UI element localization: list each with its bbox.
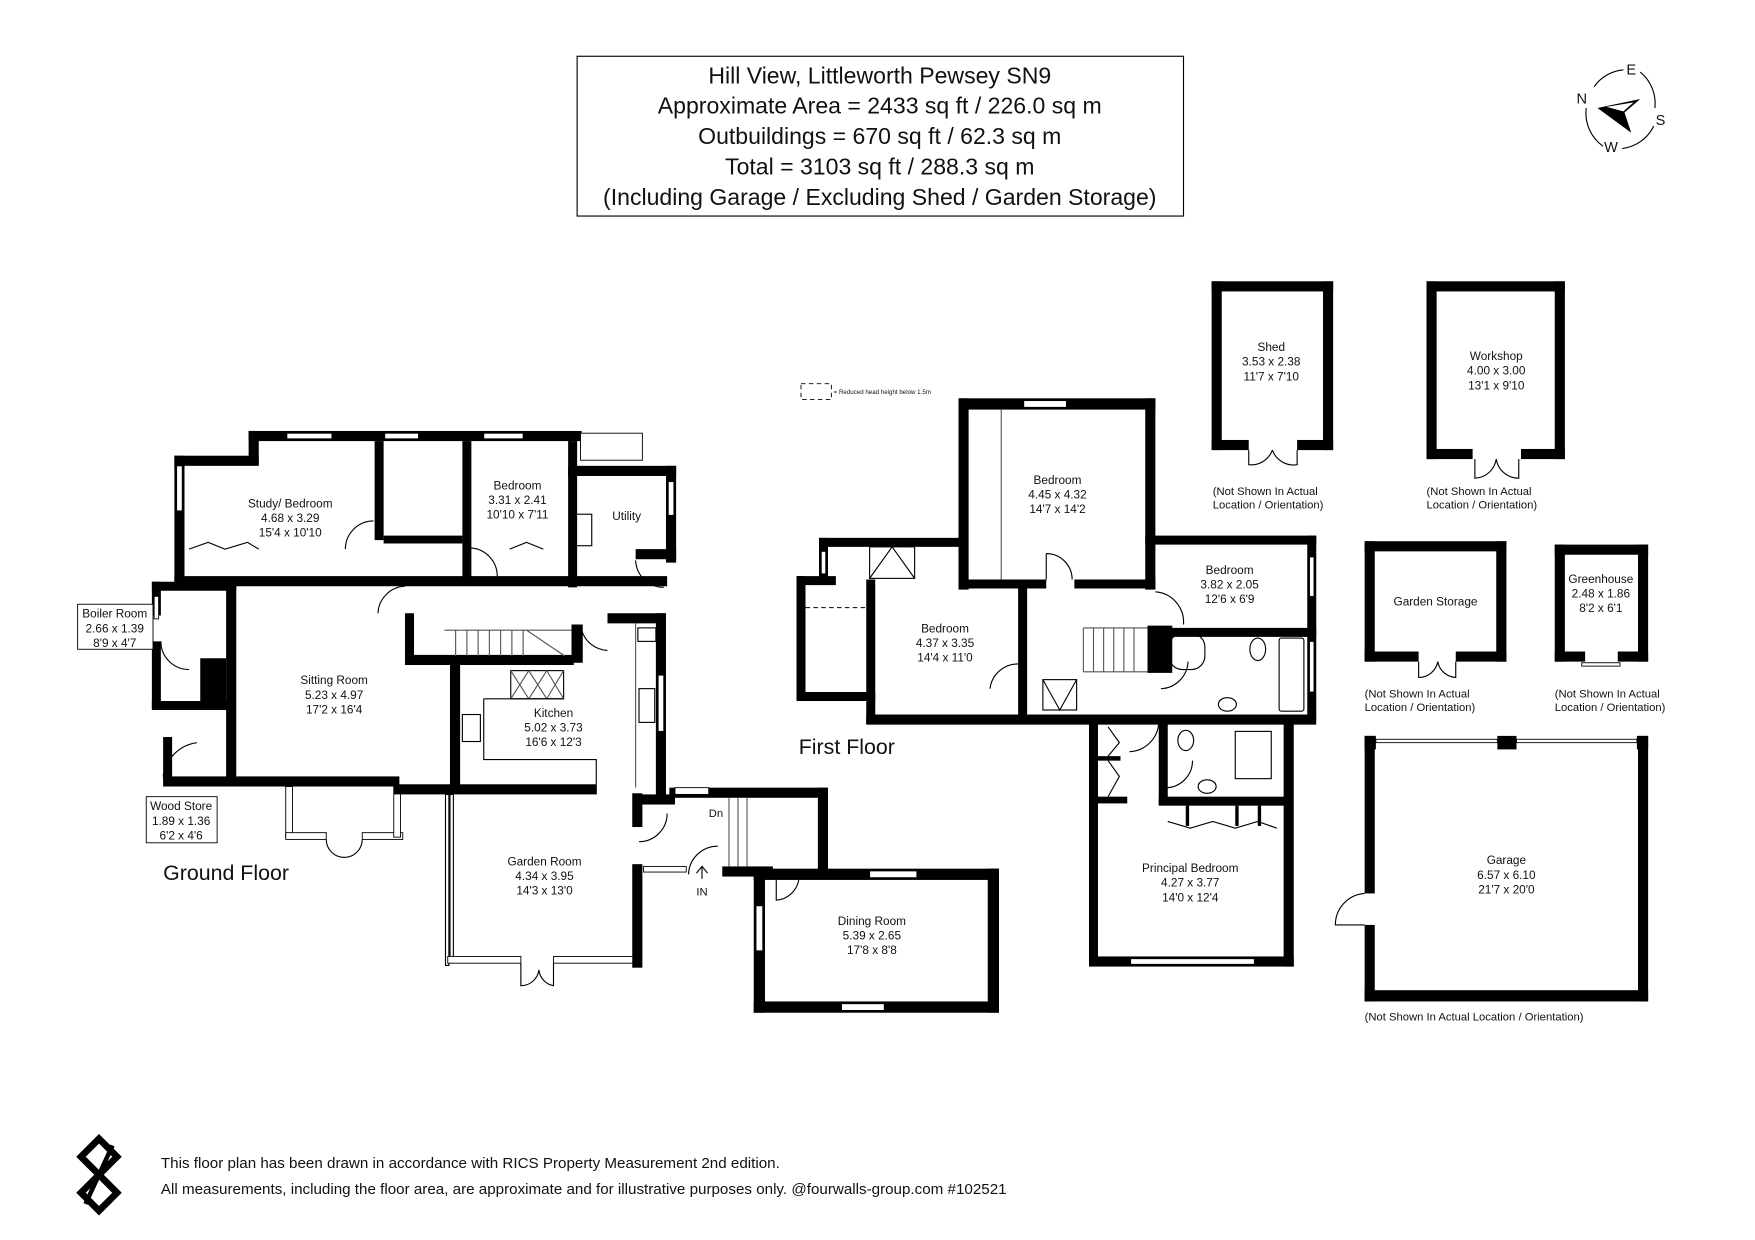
sitting-name: Sitting Room	[300, 673, 368, 687]
garden-room-imperial: 14'3 x 13'0	[516, 884, 573, 898]
greenhouse-plan: Greenhouse 2.48 x 1.86 8'2 x 6'1 (Not Sh…	[1554, 544, 1666, 714]
garden-storage-note-2: Location / Orientation)	[1365, 702, 1476, 714]
greenhouse-name: Greenhouse	[1568, 572, 1633, 586]
first-floor-plan: Bedroom 4.45 x 4.32 14'7 x 14'2 Bedroom …	[796, 398, 1317, 967]
outbuildings-area: Outbuildings = 670 sq ft / 62.3 sq m	[698, 123, 1061, 149]
ff-bedroom-left-imperial: 14'4 x 11'0	[917, 651, 973, 665]
ground-floor-label: Ground Floor	[163, 861, 289, 885]
first-floor-label: First Floor	[799, 735, 895, 759]
entrance-label: IN	[696, 887, 707, 899]
ff-bedroom-top-imperial: 14'7 x 14'2	[1029, 502, 1085, 516]
dining-name: Dining Room	[838, 914, 906, 928]
greenhouse-metric: 2.48 x 1.86	[1572, 586, 1631, 600]
address-title: Hill View, Littleworth Pewsey SN9	[708, 62, 1051, 88]
shed-name: Shed	[1257, 340, 1285, 354]
compass-e: E	[1626, 62, 1636, 78]
workshop-note-2: Location / Orientation)	[1427, 500, 1538, 512]
legend-text: = Reduced head height below 1.5m	[834, 389, 931, 396]
shed-metric: 3.53 x 2.38	[1242, 355, 1301, 369]
greenhouse-note-1: (Not Shown In Actual	[1555, 689, 1660, 701]
study-metric: 4.68 x 3.29	[261, 511, 319, 525]
study-name: Study/ Bedroom	[248, 496, 333, 510]
principal-metric: 4.27 x 3.77	[1161, 876, 1219, 890]
shed-note-1: (Not Shown In Actual	[1213, 486, 1318, 498]
footer: This floor plan has been drawn in accord…	[76, 1133, 1007, 1216]
kitchen-metric: 5.02 x 3.73	[524, 720, 583, 734]
sitting-metric: 5.23 x 4.97	[305, 688, 363, 702]
area-note: (Including Garage / Excluding Shed / Gar…	[603, 184, 1156, 210]
garden-storage-name: Garden Storage	[1394, 594, 1478, 608]
principal-imperial: 14'0 x 12'4	[1162, 890, 1219, 904]
greenhouse-imperial: 8'2 x 6'1	[1579, 601, 1622, 615]
outbuildings: Shed 3.53 x 2.38 11'7 x 7'10 (Not Shown …	[1211, 281, 1666, 1024]
approx-area: Approximate Area = 2433 sq ft / 226.0 sq…	[658, 93, 1102, 119]
sitting-imperial: 17'2 x 16'4	[306, 702, 363, 716]
ff-bedroom-left-metric: 4.37 x 3.35	[916, 636, 975, 650]
garage-imperial: 21'7 x 20'0	[1478, 882, 1535, 896]
workshop-plan: Workshop 4.00 x 3.00 13'1 x 9'10 (Not Sh…	[1426, 281, 1565, 512]
workshop-metric: 4.00 x 3.00	[1467, 364, 1526, 378]
boiler-imperial: 8'9 x 4'7	[93, 636, 136, 650]
ff-bedroom-top-metric: 4.45 x 4.32	[1028, 487, 1086, 501]
greenhouse-note-2: Location / Orientation)	[1555, 702, 1666, 714]
boiler-metric: 2.66 x 1.39	[86, 621, 144, 635]
stairs-down-label: Dn	[709, 808, 723, 820]
workshop-note-1: (Not Shown In Actual	[1427, 486, 1532, 498]
dining-imperial: 17'8 x 8'8	[847, 943, 897, 957]
gf-bedroom-imperial: 10'10 x 7'11	[486, 508, 548, 522]
shed-imperial: 11'7 x 7'10	[1244, 369, 1300, 383]
compass-s: S	[1656, 113, 1666, 129]
footer-line-1: This floor plan has been drawn in accord…	[161, 1155, 780, 1172]
ff-bedroom-top-name: Bedroom	[1034, 473, 1082, 487]
ff-bedroom-left-name: Bedroom	[921, 621, 969, 635]
garden-storage-plan: Garden Storage (Not Shown In Actual Loca…	[1364, 541, 1507, 714]
compass-w: W	[1604, 140, 1618, 156]
ff-bedroom-right-imperial: 12'6 x 6'9	[1205, 592, 1255, 606]
gf-bedroom-name: Bedroom	[494, 478, 542, 492]
shed-note-2: Location / Orientation)	[1213, 500, 1324, 512]
study-imperial: 15'4 x 10'10	[259, 526, 322, 540]
compass-n: N	[1576, 92, 1587, 108]
garden-room-name: Garden Room	[507, 854, 581, 868]
kitchen-imperial: 16'6 x 12'3	[525, 735, 582, 749]
garage-name: Garage	[1487, 853, 1527, 867]
total-area: Total = 3103 sq ft / 288.3 sq m	[725, 153, 1034, 179]
fourwalls-logo-icon	[76, 1133, 122, 1216]
garage-note: (Not Shown In Actual Location / Orientat…	[1365, 1012, 1584, 1024]
garage-metric: 6.57 x 6.10	[1477, 868, 1536, 882]
wood-store-imperial: 6'2 x 4'6	[160, 828, 204, 842]
ff-bedroom-right-name: Bedroom	[1206, 563, 1254, 577]
ff-bedroom-right-metric: 3.82 x 2.05	[1200, 577, 1259, 591]
kitchen-name: Kitchen	[534, 706, 573, 720]
wood-store-metric: 1.89 x 1.36	[152, 814, 211, 828]
title-block: Hill View, Littleworth Pewsey SN9 Approx…	[576, 55, 1185, 217]
wood-store-name: Wood Store	[150, 799, 213, 813]
compass-icon: E N S W	[1576, 62, 1665, 156]
garage-plan: Garage 6.57 x 6.10 21'7 x 20'0 (Not Show…	[1334, 735, 1649, 1024]
ground-floor-plan: Dn IN Study/ Bedroom 4.68 x 3.29 15'4 x …	[77, 430, 999, 1013]
shed-plan: Shed 3.53 x 2.38 11'7 x 7'10 (Not Shown …	[1211, 281, 1334, 512]
workshop-imperial: 13'1 x 9'10	[1468, 378, 1525, 392]
head-height-legend: = Reduced head height below 1.5m	[800, 383, 931, 400]
footer-line-2: All measurements, including the floor ar…	[161, 1181, 1007, 1198]
dining-metric: 5.39 x 2.65	[843, 929, 902, 943]
boiler-name: Boiler Room	[82, 607, 147, 621]
principal-name: Principal Bedroom	[1142, 861, 1239, 875]
utility-name: Utility	[612, 509, 641, 523]
gf-bedroom-metric: 3.31 x 2.41	[488, 493, 546, 507]
garden-room-metric: 4.34 x 3.95	[515, 869, 574, 883]
workshop-name: Workshop	[1470, 349, 1523, 363]
garden-storage-note-1: (Not Shown In Actual	[1365, 689, 1470, 701]
